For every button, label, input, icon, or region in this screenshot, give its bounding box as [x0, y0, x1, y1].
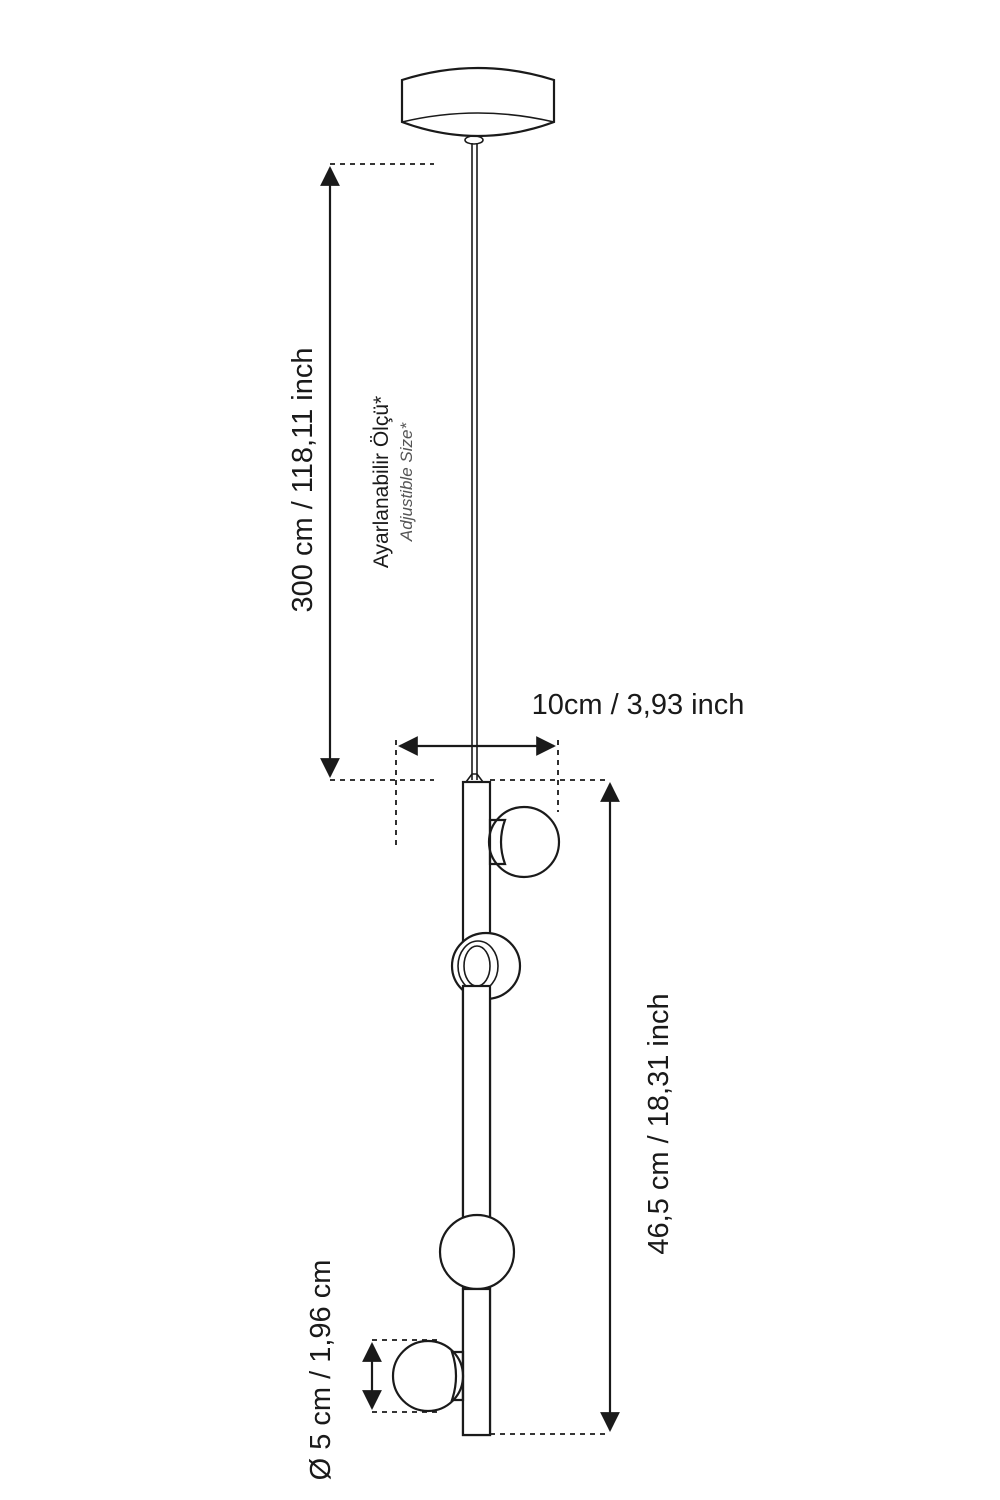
globe-front	[450, 931, 522, 1001]
globe-center	[438, 1213, 516, 1291]
globe-diameter-label: Ø 5 cm / 1,96 cm	[305, 1260, 337, 1481]
width-label: 10cm / 3,93 inch	[532, 689, 745, 721]
body-length-dimension: 46,5 cm / 18,31 inch	[490, 779, 675, 1435]
ceiling-canopy	[400, 66, 556, 145]
body-length-label: 46,5 cm / 18,31 inch	[643, 993, 675, 1254]
globe-top-right	[487, 805, 561, 879]
suspension-cable	[465, 143, 484, 783]
globe-diameter-dimension: Ø 5 cm / 1,96 cm	[305, 1260, 440, 1481]
width-dimension: 10cm / 3,93 inch	[395, 689, 745, 848]
globe-bottom-left	[391, 1339, 465, 1413]
cable-length-label: 300 cm / 118,11 inch	[287, 348, 319, 613]
lamp-tube-bottom	[461, 1287, 492, 1437]
adjustable-size-label-en: Adjustible Size*	[397, 422, 416, 543]
cable-length-dimension: 300 cm / 118,11 inch Ayarlanabilir Ölçü*…	[287, 163, 434, 781]
lamp-tube-mid	[461, 984, 492, 1228]
adjustable-size-label-tr: Ayarlanabilir Ölçü*	[370, 396, 393, 568]
